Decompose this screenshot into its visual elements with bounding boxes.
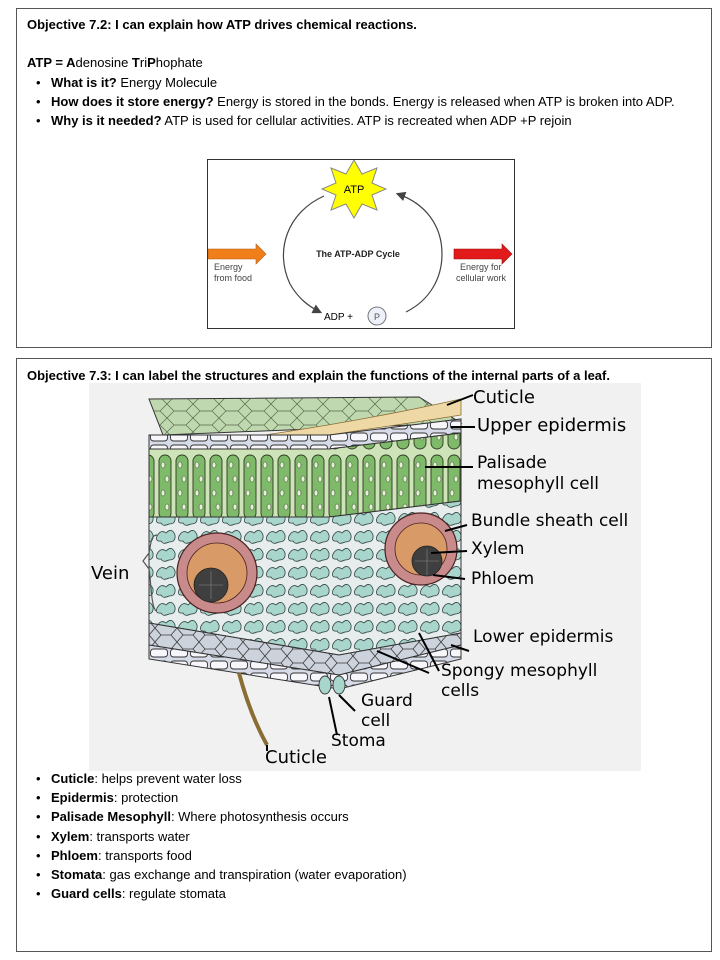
- atp-definition-part1: denosine: [75, 55, 132, 70]
- leaf-bullet: Stomata: gas exchange and transpiration …: [33, 866, 703, 883]
- label-bundle-sheath: Bundle sheath cell: [471, 511, 629, 531]
- leaf-bullet-term: Guard cells: [51, 886, 122, 902]
- label-stoma: Stoma: [331, 731, 386, 751]
- atp-objective-panel: Objective 7.2: I can explain how ATP dri…: [16, 8, 712, 348]
- energy-in-label-1: Energy: [214, 262, 243, 272]
- label-guard-1: Guard: [361, 691, 413, 711]
- leaf-objective-title: Objective 7.3: I can label the structure…: [27, 368, 610, 383]
- energy-in-arrow-icon: [207, 243, 267, 265]
- label-cuticle-top: Cuticle: [473, 387, 536, 408]
- label-phloem: Phloem: [471, 569, 535, 589]
- stoma-guard-cells: [318, 675, 346, 695]
- atp-bullet-answer: ATP is used for cellular activities. ATP…: [161, 113, 572, 128]
- label-lower-epidermis: Lower epidermis: [473, 627, 614, 647]
- leaf-bullet-desc: : Where photosynthesis occurs: [170, 809, 349, 825]
- left-vein-bundle: [176, 532, 258, 614]
- atp-bullet-answer: Energy is stored in the bonds. Energy is…: [213, 94, 675, 109]
- atp-bullet-answer: Energy Molecule: [116, 75, 218, 90]
- atp-bullet-question: How does it store energy?: [51, 94, 214, 109]
- leaf-bullet-desc: : gas exchange and transpiration (water …: [102, 867, 407, 883]
- atp-definition: ATP = Adenosine TriPhophate: [27, 55, 203, 70]
- label-spongy-2: cells: [441, 681, 480, 701]
- leaf-bullet-desc: : transports water: [89, 828, 190, 844]
- leaf-bullet: Epidermis: protection: [33, 789, 703, 806]
- label-leader-lines: [266, 394, 475, 751]
- leaf-bullet-list: Cuticle: helps prevent water loss Epider…: [33, 770, 703, 904]
- lower-cuticle-layer: [237, 672, 269, 746]
- atp-definition-prefix: ATP =: [27, 55, 67, 70]
- energy-in-label-2: from food: [214, 273, 252, 283]
- adp-label: ADP +: [324, 312, 353, 323]
- label-vein: Vein: [91, 563, 130, 584]
- leaf-bullet-desc: : protection: [113, 790, 179, 806]
- leaf-bullet: Cuticle: helps prevent water loss: [33, 770, 703, 787]
- right-vein-bundle: [384, 512, 458, 586]
- cycle-arc-right: [395, 191, 443, 313]
- atp-bullet-question: What is it?: [51, 75, 117, 90]
- atp-bullet: What is it? Energy Molecule: [33, 74, 703, 91]
- leaf-bullet: Guard cells: regulate stomata: [33, 885, 703, 902]
- label-xylem: Xylem: [471, 539, 525, 559]
- label-cuticle-bottom: Cuticle: [265, 747, 328, 768]
- energy-out-label-2: cellular work: [456, 273, 507, 283]
- atp-letter-t: T: [131, 55, 140, 70]
- label-guard-2: cell: [361, 711, 391, 731]
- atp-definition-part2: ri: [139, 55, 148, 70]
- leaf-cross-section-svg: [142, 394, 475, 751]
- atp-star-label: ATP: [344, 184, 365, 196]
- leaf-bullet-term: Epidermis: [51, 790, 114, 806]
- atp-letter-a: A: [66, 55, 76, 70]
- leaf-cross-section-diagram: Cuticle Upper epidermis Palisade mesophy…: [89, 383, 641, 771]
- label-palisade-1: Palisade: [477, 453, 547, 473]
- leaf-bullet: Phloem: transports food: [33, 847, 703, 864]
- atp-bullet: Why is it needed? ATP is used for cellul…: [33, 112, 703, 129]
- cycle-arc-left: [282, 195, 325, 314]
- cycle-center-label: The ATP-ADP Cycle: [316, 249, 400, 259]
- leaf-bullet-desc: : regulate stomata: [121, 886, 226, 902]
- label-palisade-2: mesophyll cell: [477, 474, 600, 494]
- atp-star-icon: [320, 158, 388, 220]
- atp-definition-part3: hophate: [155, 55, 203, 70]
- atp-bullet-list: What is it? Energy Molecule How does it …: [33, 74, 703, 131]
- label-upper-epidermis: Upper epidermis: [477, 415, 627, 436]
- leaf-bullet-desc: : helps prevent water loss: [94, 771, 242, 786]
- energy-out-label-1: Energy for: [460, 262, 502, 272]
- atp-bullet: How does it store energy? Energy is stor…: [33, 93, 703, 110]
- label-spongy-1: Spongy mesophyll: [441, 661, 598, 681]
- atp-adp-cycle-svg: ATP The ATP-ADP Cycle Energy from food E…: [207, 158, 513, 326]
- leaf-bullet-term: Xylem: [51, 828, 90, 844]
- atp-adp-cycle-diagram: ATP The ATP-ADP Cycle Energy from food E…: [207, 158, 515, 329]
- leaf-bullet-term: Palisade Mesophyll: [51, 809, 171, 825]
- leaf-bullet-desc: : transports food: [97, 847, 192, 863]
- vein-bracket: [142, 534, 158, 612]
- atp-letter-p: P: [147, 55, 156, 70]
- lower-epidermis-layer: [148, 644, 462, 690]
- leaf-objective-panel: Objective 7.3: I can label the structure…: [16, 358, 712, 952]
- phosphate-circle-icon: [367, 306, 387, 326]
- phosphate-label: P: [374, 312, 380, 322]
- atp-bullet-question: Why is it needed?: [51, 113, 162, 128]
- leaf-bullet: Palisade Mesophyll: Where photosynthesis…: [33, 808, 703, 825]
- leaf-bullet: Xylem: transports water: [33, 828, 703, 845]
- atp-objective-title: Objective 7.2: I can explain how ATP dri…: [27, 17, 417, 32]
- energy-out-arrow-icon: [453, 243, 513, 265]
- leaf-bullet-term: Cuticle: [51, 771, 95, 786]
- leaf-bullet-term: Stomata: [51, 867, 103, 883]
- leaf-bullet-term: Phloem: [51, 847, 98, 863]
